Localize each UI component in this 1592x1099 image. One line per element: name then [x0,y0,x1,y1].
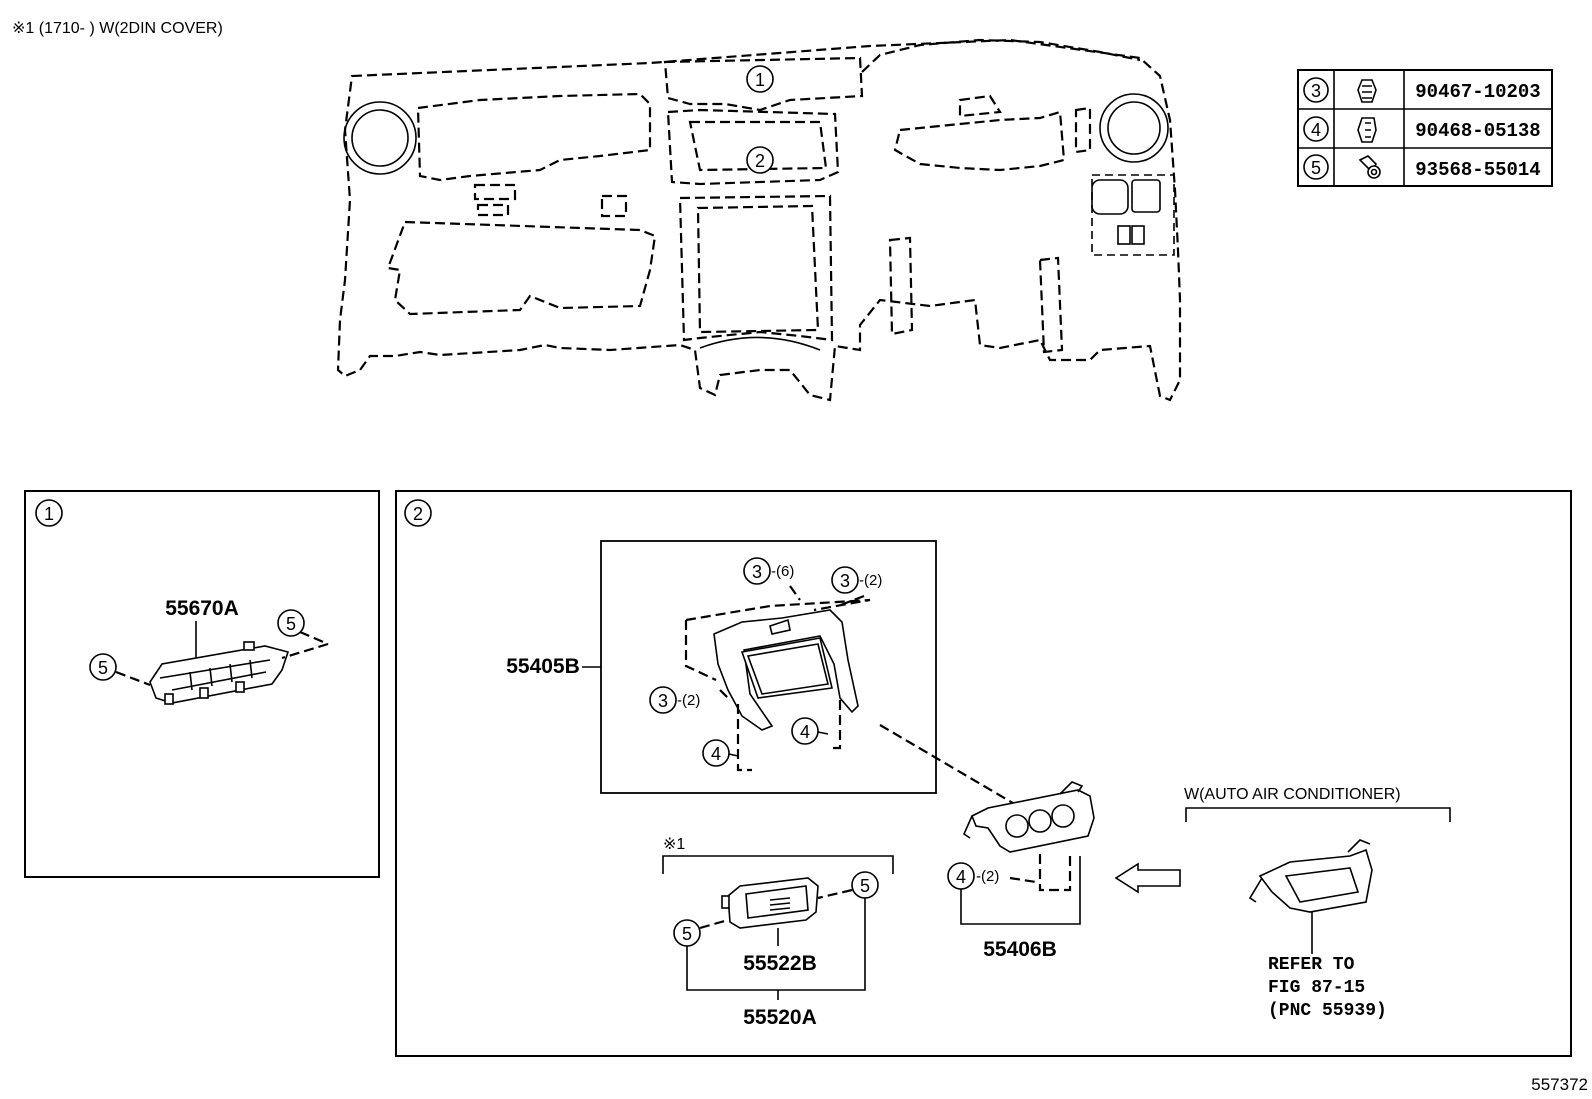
panel2-number: 2 [413,504,423,524]
fastener-table: 3 90467-10203 4 90468-05138 5 93568-5501… [1297,69,1553,187]
bracket-callout-3c-qty: -(2) [677,692,700,709]
part-55405B-label: 55405B [506,655,580,678]
cover-callout-left: 5 [682,924,692,944]
table-part-93568: 93568-55014 [1415,159,1540,181]
panel-callout-4-qty: -(2) [976,868,999,885]
refer-line-2: FIG 87-15 [1268,978,1365,998]
part-55670A-label: 55670A [165,597,239,620]
control-panel-55406B [962,781,1095,853]
clip-icon [1357,79,1377,103]
bracket-callout-3c: 3 [658,691,668,711]
table-part-90468: 90468-05138 [1415,120,1540,142]
part-55406B-label: 55406B [983,938,1057,961]
table-ref-3: 3 [1311,81,1321,101]
panel1-callout-right: 5 [286,614,296,634]
part-55522B-label: 55522B [743,952,817,975]
bracket-part-55405B [713,609,859,731]
bracket-callout-3a: 3 [752,562,762,582]
bracket-callout-3a-qty: -(6) [771,563,794,580]
table-part-90467: 90467-10203 [1415,81,1540,103]
cover-part-55522B [721,877,819,929]
screw-icon [1358,155,1381,179]
cover-callout-right: 5 [860,876,870,896]
panel1-number: 1 [44,504,54,524]
table-ref-4: 4 [1311,120,1321,140]
bracket-callout-4a: 4 [800,722,810,742]
overview-callout-1: 1 [755,70,765,90]
refer-line-3: (PNC 55939) [1268,1001,1387,1021]
panel-callout-4: 4 [956,867,966,887]
detail-panel-1: 1 55670A 5 5 [24,490,380,878]
part-55520A-label: 55520A [743,1006,817,1029]
header-note: ※1 (1710- ) W(2DIN COVER) [12,20,223,37]
detail-panel-2: 2 55405B 3 -(6) 3 -(2) 3 -(2) 4 [395,490,1572,1057]
dashboard-overview: 1 2 [336,38,1182,402]
auto-ac-panel [1248,839,1373,913]
bracket-callout-3b: 3 [840,571,850,591]
bracket-callout-3b-qty: -(2) [859,572,882,589]
auto-ac-label: W(AUTO AIR CONDITIONER) [1184,786,1401,803]
refer-line-1: REFER TO [1268,955,1355,975]
table-ref-5: 5 [1311,158,1321,178]
bracket-callout-4b: 4 [711,744,721,764]
diagram-id: 557372 [1531,1075,1588,1094]
panel1-callout-left: 5 [98,658,108,678]
cover-note: ※1 [663,836,685,853]
clip-icon [1357,117,1377,143]
vent-part-55670A [149,641,290,705]
overview-callout-2: 2 [755,151,765,171]
direction-arrow-icon [1114,862,1181,894]
